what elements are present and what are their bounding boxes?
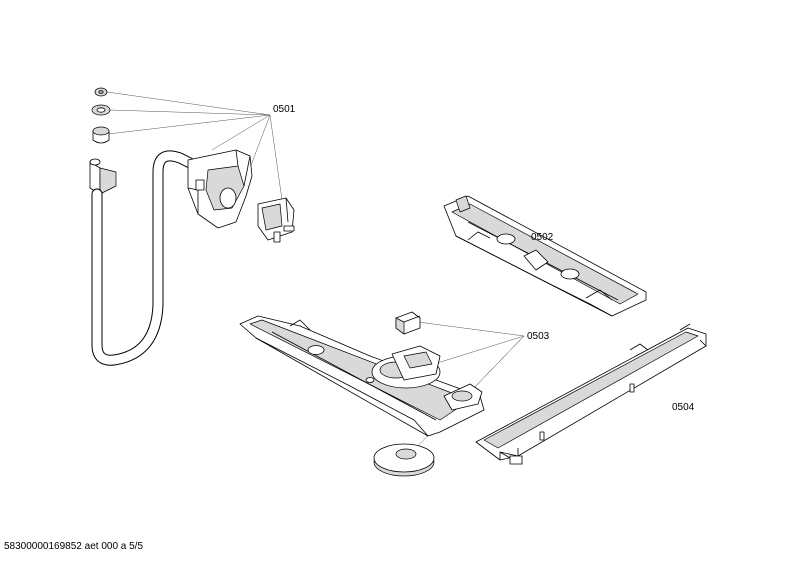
callout-label-0504: 0504	[672, 402, 695, 413]
callout-label-0502: 0502	[531, 232, 554, 243]
callout-label-0501: 0501	[273, 104, 296, 115]
hose-connector-part	[89, 158, 117, 195]
part-group-0503	[239, 311, 525, 477]
callout-label-0503: 0503	[527, 331, 550, 342]
nut-part	[94, 87, 108, 97]
valve-housing	[187, 149, 253, 229]
document-id-footer: 58300000169852 aet 000 a 5/5	[4, 541, 144, 552]
disc-part	[373, 443, 435, 477]
inlet-hose	[91, 150, 202, 366]
washer-part	[91, 104, 111, 116]
leader-lines-0501	[106, 91, 283, 201]
cap-part	[92, 126, 110, 144]
part-group-0501	[89, 87, 295, 366]
part-group-0504	[475, 323, 707, 465]
part-group-0502	[443, 195, 647, 317]
connector-part	[395, 311, 421, 335]
solenoid-valve	[257, 197, 295, 243]
